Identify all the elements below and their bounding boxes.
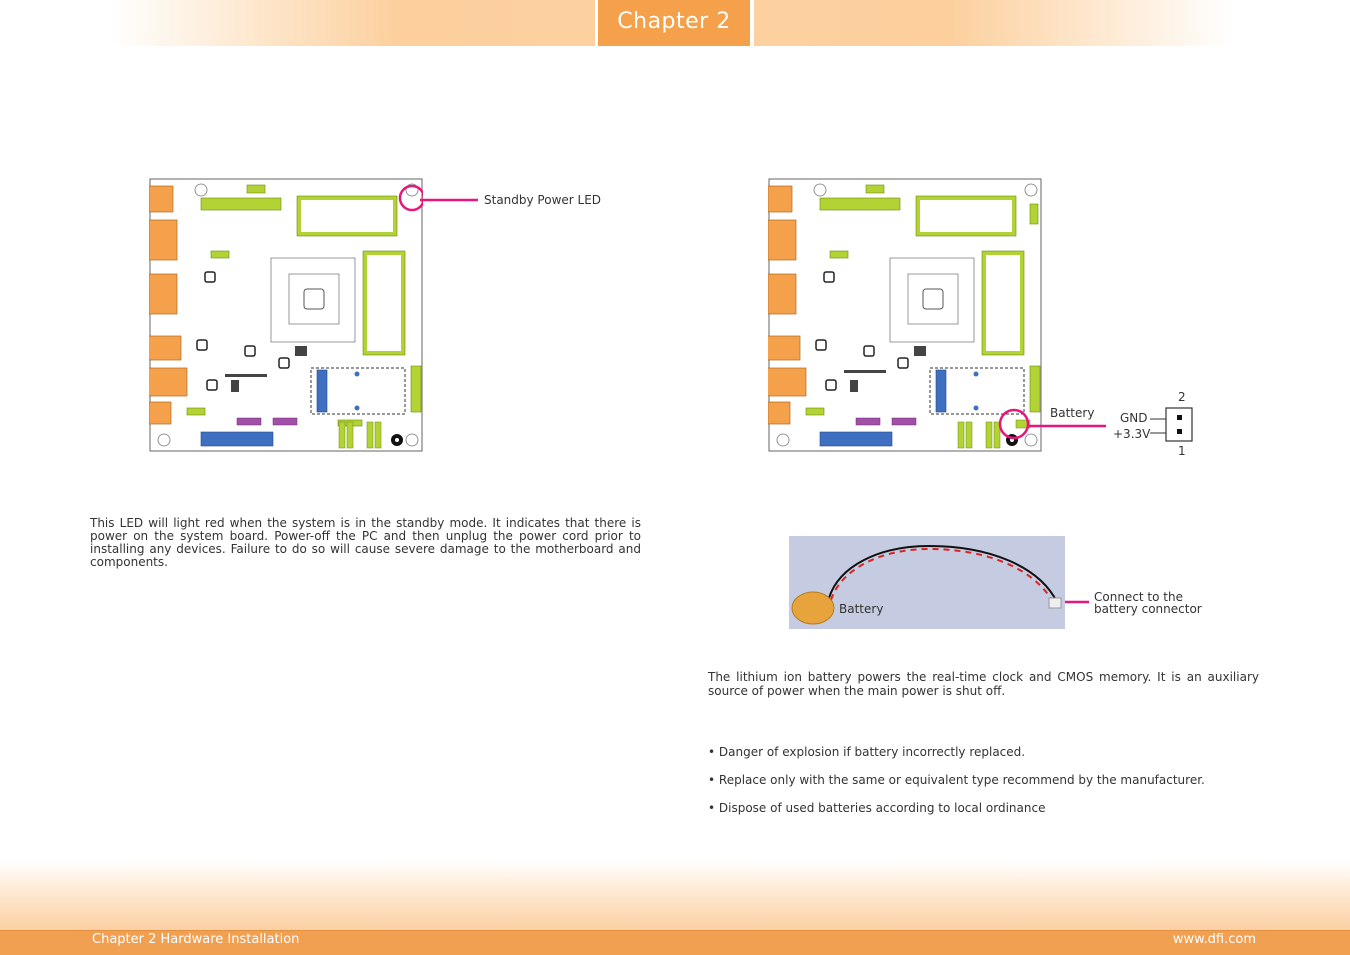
pin-2-label: 2 — [1178, 390, 1186, 404]
footer-gradient — [0, 860, 1350, 930]
connect-label-line1: Connect to the — [1094, 590, 1183, 604]
battery-connector-pinout — [1150, 407, 1193, 442]
warning-bullet-1: • Danger of explosion if battery incorre… — [708, 745, 1026, 759]
footer-website[interactable]: www.dfi.com — [1172, 932, 1256, 947]
battery-board-label: Battery — [1050, 406, 1095, 420]
connect-label-line2: battery connector — [1094, 602, 1202, 616]
motherboard-diagram-left — [149, 178, 423, 452]
motherboard-diagram-right — [768, 178, 1042, 452]
footer-chapter-title: Chapter 2 Hardware Installation — [92, 932, 300, 947]
connect-label: Connect to the battery connector — [1094, 591, 1202, 615]
photo-battery-label: Battery — [839, 602, 884, 616]
header-band-left — [110, 0, 595, 46]
battery-description: The lithium ion battery powers the real-… — [708, 670, 1259, 698]
standby-led-label: Standby Power LED — [484, 193, 602, 207]
warning-bullet-2: • Replace only with the same or equivale… — [708, 773, 1205, 787]
footer-bar — [0, 930, 1350, 955]
led-description: This LED will light red when the system … — [90, 516, 641, 569]
chapter-tab[interactable]: Chapter 2 — [598, 0, 750, 46]
pin-1-label: 1 — [1178, 444, 1186, 458]
led-callout-line — [420, 198, 478, 202]
gnd-pin-label: GND — [1120, 411, 1148, 425]
header-band-right — [754, 0, 1234, 46]
battery-callout-line — [1028, 424, 1106, 428]
battery-photo: Battery — [789, 536, 1065, 629]
warning-bullet-3: • Dispose of used batteries according to… — [708, 801, 1046, 815]
v33-pin-label: +3.3V — [1113, 427, 1151, 441]
connect-callout-line — [1065, 600, 1089, 604]
battery-cable-illustration — [791, 544, 1062, 625]
